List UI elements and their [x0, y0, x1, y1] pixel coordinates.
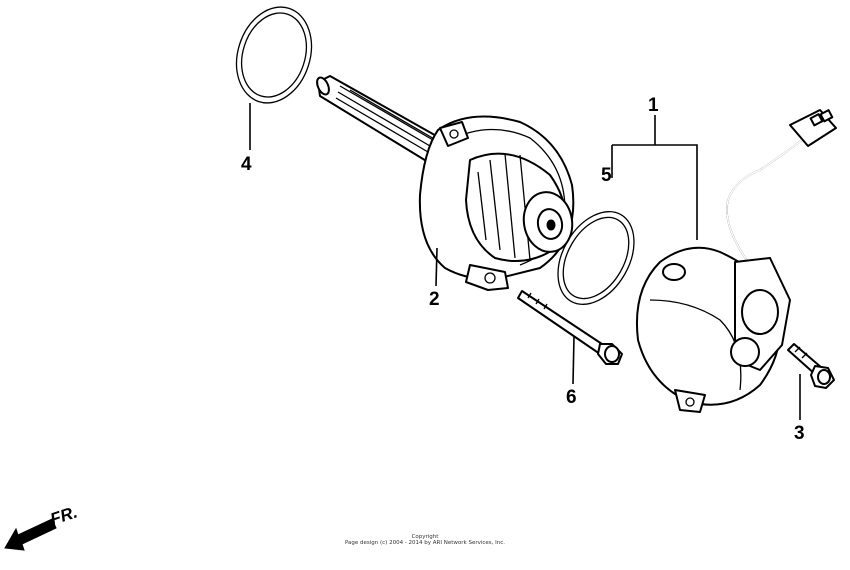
motor-assembly-part-1[interactable] [635, 109, 837, 413]
callout-2: 2 [429, 289, 440, 310]
o-ring-small-part-5[interactable] [542, 198, 649, 318]
copyright-notice: Copyright Page design (c) 2004 - 2014 by… [0, 534, 850, 547]
leader-lines [249, 103, 801, 420]
copyright-line-1: Copyright [411, 534, 439, 540]
callout-6: 6 [566, 387, 577, 408]
o-ring-large-part-4[interactable] [225, 0, 324, 113]
front-direction-arrow-icon [4, 518, 57, 551]
copyright-line-2: Page design (c) 2004 - 2014 by ARI Netwo… [344, 540, 506, 547]
callout-1: 1 [648, 95, 659, 116]
callout-5: 5 [601, 165, 612, 186]
pump-body-part-2[interactable] [315, 75, 577, 291]
long-bolt-part-6[interactable] [517, 290, 623, 365]
callout-3: 3 [794, 423, 805, 444]
short-bolt-part-3[interactable] [787, 343, 835, 389]
callout-4: 4 [241, 154, 252, 175]
